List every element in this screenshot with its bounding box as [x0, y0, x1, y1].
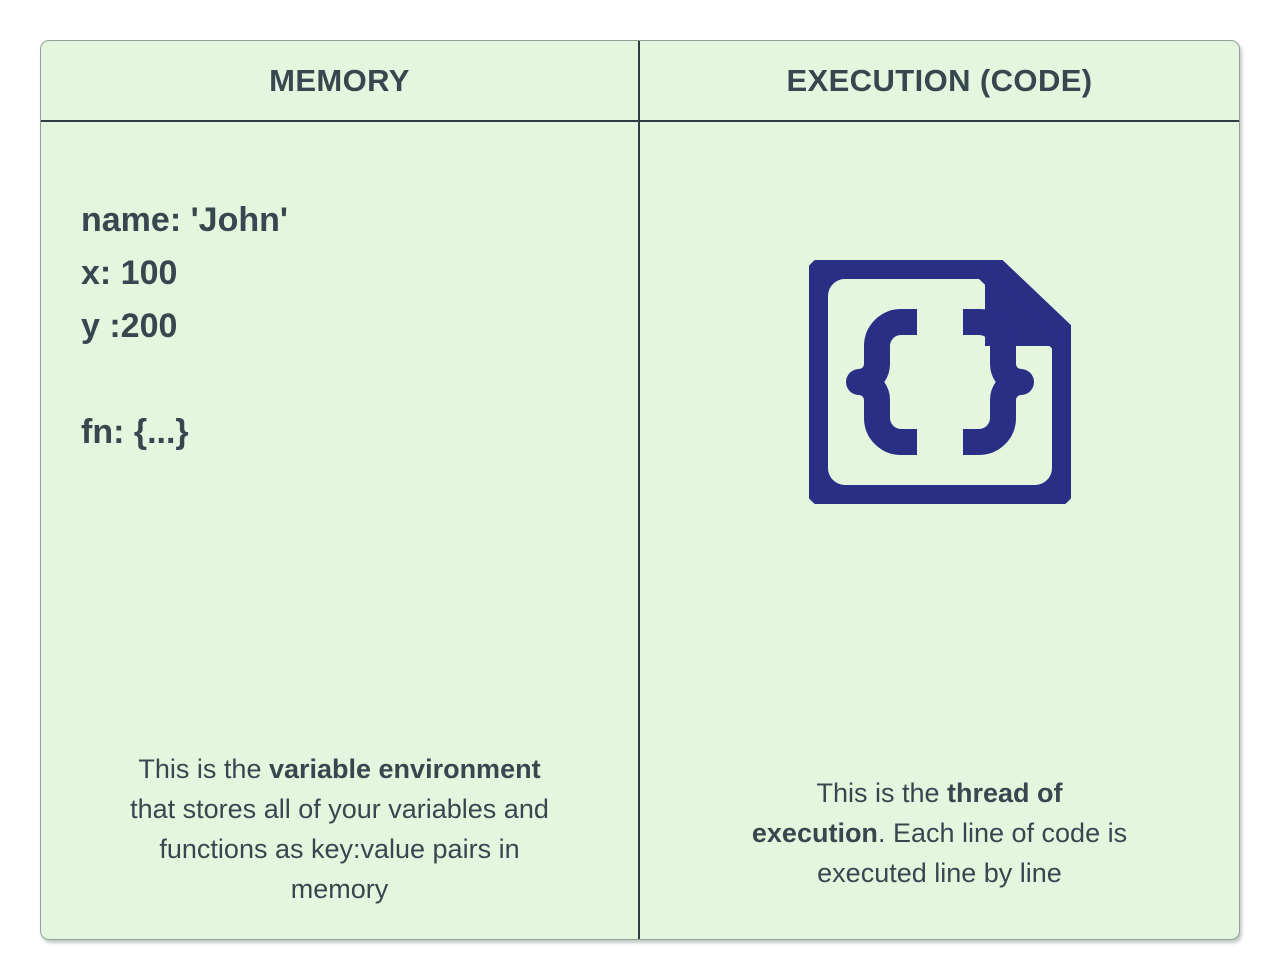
- execution-caption-part1: This is the: [816, 778, 948, 808]
- header-cell-execution: EXECUTION (CODE): [640, 41, 1239, 120]
- execution-caption: This is the thread of execution. Each li…: [751, 773, 1129, 939]
- two-column-panel: MEMORY EXECUTION (CODE) name: 'John' x: …: [40, 40, 1240, 940]
- panel-body-row: name: 'John' x: 100 y :200 fn: {...} Thi…: [41, 122, 1239, 939]
- column-header-execution: EXECUTION (CODE): [786, 62, 1093, 98]
- variable-environment-list: name: 'John' x: 100 y :200 fn: {...}: [41, 122, 638, 459]
- memory-caption-part2: that stores all of your variables and fu…: [130, 794, 549, 904]
- code-file-icon: [808, 260, 1071, 504]
- code-icon-wrapper: [640, 122, 1239, 773]
- memory-entry-name: name: 'John': [81, 201, 288, 239]
- memory-column: name: 'John' x: 100 y :200 fn: {...} Thi…: [41, 122, 640, 939]
- column-header-memory: MEMORY: [269, 62, 410, 98]
- left-brace-glyph: [845, 309, 917, 455]
- header-cell-memory: MEMORY: [41, 41, 640, 120]
- execution-caption-part2: . Each line of code is executed line by …: [817, 818, 1128, 888]
- execution-column: This is the thread of execution. Each li…: [640, 122, 1239, 939]
- panel-header-row: MEMORY EXECUTION (CODE): [41, 41, 1239, 122]
- file-outline: [808, 260, 1071, 504]
- memory-entry-x: x: 100: [81, 254, 178, 292]
- memory-caption: This is the variable environment that st…: [125, 749, 555, 939]
- memory-caption-bold: variable environment: [268, 754, 541, 784]
- memory-caption-part1: This is the: [138, 754, 269, 784]
- execution-caption-bold: thread of execution: [751, 778, 1063, 848]
- memory-entry-fn: fn: {...}: [81, 413, 189, 451]
- right-brace-glyph: [962, 309, 1034, 455]
- memory-entry-y: y :200: [81, 307, 178, 345]
